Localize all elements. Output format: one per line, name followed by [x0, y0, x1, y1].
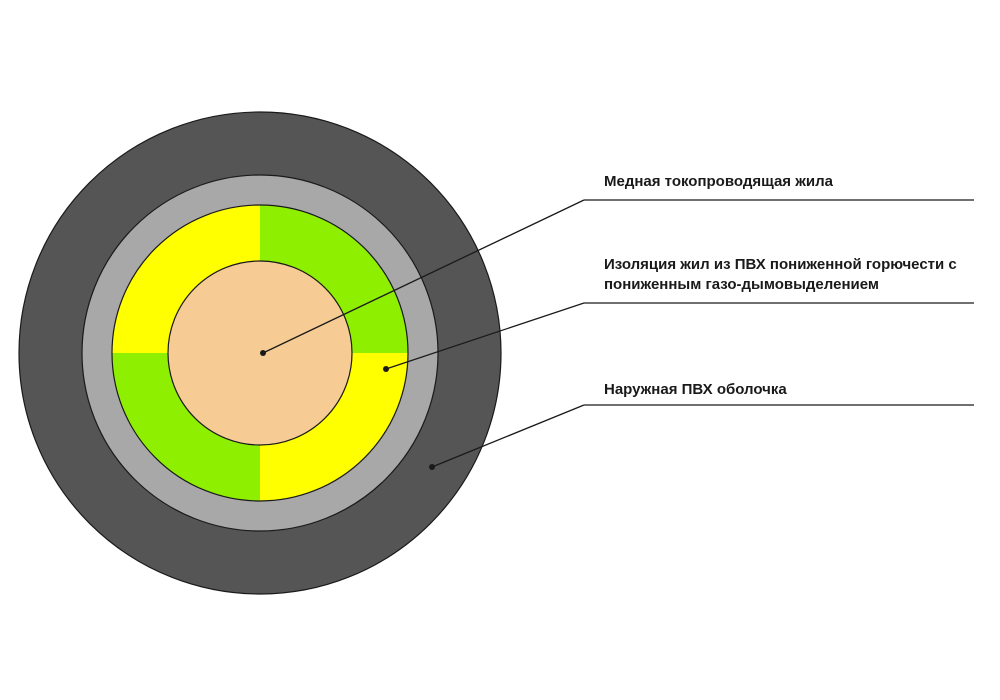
leader-line-conductor-diagonal [262, 199, 585, 354]
insulation-outline [111, 204, 409, 502]
leader-dot-sheath [429, 464, 435, 470]
label-insulation: Изоляция жил из ПВХ пониженной горючести… [604, 255, 957, 295]
leader-line-insulation-diagonal [385, 302, 585, 370]
label-outer-sheath: Наружная ПВХ оболочка [604, 381, 787, 398]
label-copper-conductor: Медная токопроводящая жила [604, 173, 833, 190]
label-insulation-line-1: Изоляция жил из ПВХ пониженной горючести… [604, 256, 957, 273]
leader-dot-insulation [383, 366, 389, 372]
leader-line-sheath-diagonal [431, 404, 585, 468]
leader-dot-conductor [260, 350, 266, 356]
label-insulation-line-2: пониженным газо-дымовыделением [604, 276, 879, 293]
